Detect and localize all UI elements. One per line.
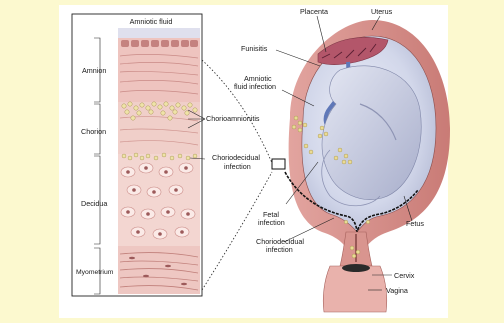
label-choriodecidual-inset-2: infection xyxy=(224,162,251,171)
chorion-tissue xyxy=(118,102,200,154)
vagina xyxy=(323,266,387,312)
label-funisitis: Funisitis xyxy=(241,44,268,53)
layer-label-myometrium: Myometrium xyxy=(76,269,114,276)
layer-label-decidua: Decidua xyxy=(81,199,107,208)
amnion-tissue xyxy=(118,38,200,102)
inset-title: Amniotic fluid xyxy=(130,17,173,26)
amniotic-fluid-band xyxy=(118,28,200,38)
layer-label-amnion: Amnion xyxy=(82,66,106,75)
label-placenta: Placenta xyxy=(300,7,328,16)
label-choriodecidual-2: infection xyxy=(266,245,293,254)
label-fetal-2: infection xyxy=(258,218,285,227)
cervix-os xyxy=(342,264,370,272)
label-fetus: Fetus xyxy=(406,219,424,228)
fetus xyxy=(322,66,421,200)
label-uterus: Uterus xyxy=(371,7,393,16)
label-amniotic-2: fluid infection xyxy=(234,82,276,91)
label-cervix: Cervix xyxy=(394,271,415,280)
label-chorioamnionitis: Chorioamnionitis xyxy=(206,114,260,123)
label-vagina: Vagina xyxy=(386,286,408,295)
layer-label-chorion: Chorion xyxy=(81,127,106,136)
label-choriodecidual-inset-1: Choriodecidual xyxy=(212,153,260,162)
